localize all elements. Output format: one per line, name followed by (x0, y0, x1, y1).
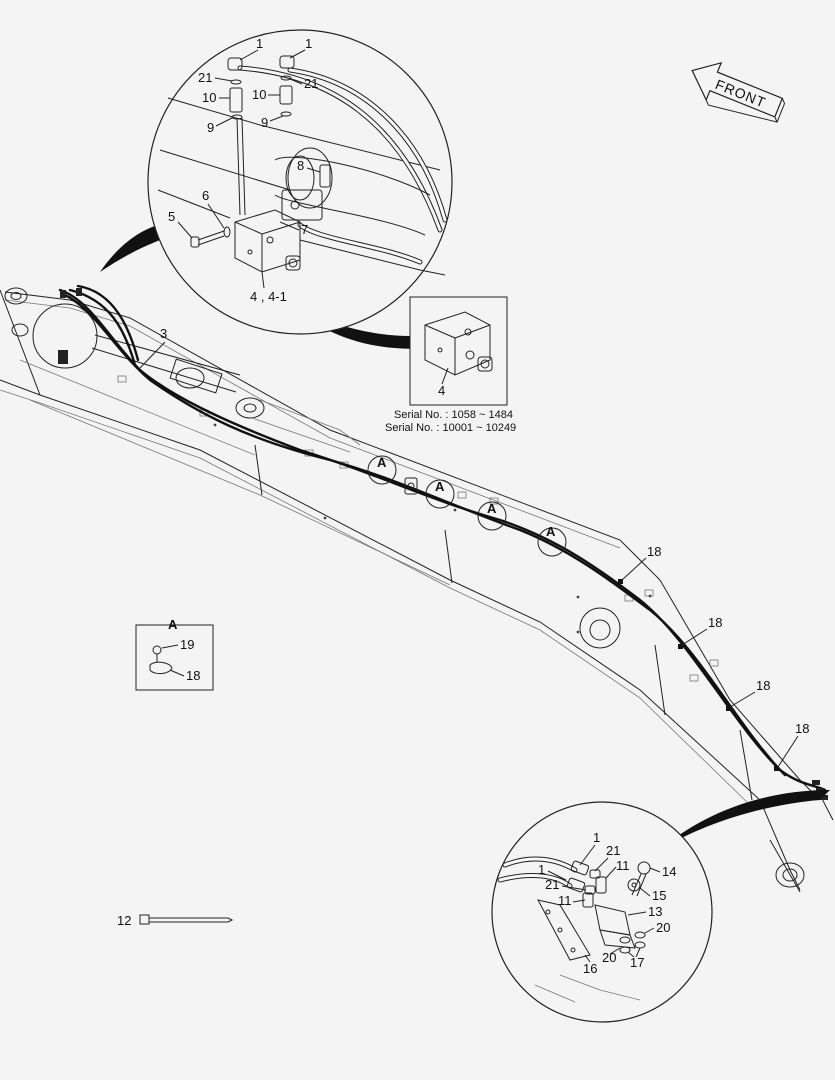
serial-line-1: Serial No. : 1058 ~ 1484 (394, 409, 513, 421)
svg-text:9: 9 (261, 115, 268, 130)
cable-tie: 12 (117, 913, 234, 928)
svg-text:19: 19 (180, 637, 194, 652)
svg-text:5: 5 (168, 209, 175, 224)
svg-text:11: 11 (616, 858, 630, 873)
svg-text:6: 6 (202, 188, 209, 203)
svg-text:A: A (546, 524, 556, 539)
front-direction-arrow: FRONT (691, 61, 786, 123)
pointer-bottom (660, 790, 830, 850)
svg-text:21: 21 (606, 843, 620, 858)
svg-text:1: 1 (538, 862, 545, 877)
svg-text:A: A (168, 617, 178, 632)
marker-a-3: A (477, 501, 507, 531)
svg-text:18: 18 (795, 721, 809, 736)
svg-text:12: 12 (117, 913, 131, 928)
svg-text:1: 1 (256, 36, 263, 51)
svg-text:14: 14 (662, 864, 676, 879)
boom-arm (0, 287, 834, 893)
svg-text:3: 3 (160, 326, 167, 341)
svg-text:A: A (435, 479, 445, 494)
svg-text:20: 20 (602, 950, 616, 965)
svg-text:1: 1 (593, 830, 600, 845)
bottom-detail: 1 21 11 1 21 11 14 15 13 20 20 16 17 (491, 801, 713, 1023)
svg-text:4 , 4-1: 4 , 4-1 (250, 289, 287, 304)
boom-hoses (58, 284, 828, 800)
marker-a-2: A (425, 479, 455, 509)
svg-text:4: 4 (438, 383, 445, 398)
serial-variant-box: 4 (409, 296, 508, 406)
svg-text:8: 8 (297, 158, 304, 173)
svg-text:18: 18 (708, 615, 722, 630)
svg-text:13: 13 (648, 904, 662, 919)
svg-text:A: A (377, 455, 387, 470)
svg-text:21: 21 (545, 877, 559, 892)
detail-a-box: A 19 18 (135, 617, 214, 691)
svg-text:1: 1 (305, 36, 312, 51)
svg-text:20: 20 (656, 920, 670, 935)
marker-a-4: A (537, 524, 567, 557)
svg-text:11: 11 (558, 893, 572, 908)
svg-text:18: 18 (647, 544, 661, 559)
svg-text:18: 18 (186, 668, 200, 683)
svg-text:15: 15 (652, 888, 666, 903)
serial-line-2: Serial No. : 10001 ~ 10249 (385, 422, 516, 434)
svg-text:9: 9 (207, 120, 214, 135)
svg-text:17: 17 (630, 955, 644, 970)
boom-callouts: 3 18 18 18 18 (139, 326, 809, 768)
pointer-top (100, 225, 160, 272)
top-detail: 1 1 21 21 10 10 9 9 8 7 6 5 4 , 4-1 (147, 29, 453, 335)
marker-a-1: A (367, 455, 397, 485)
svg-text:10: 10 (252, 87, 266, 102)
svg-text:7: 7 (301, 222, 308, 237)
svg-text:10: 10 (202, 90, 216, 105)
svg-text:21: 21 (198, 70, 212, 85)
svg-text:A: A (487, 501, 497, 516)
detail-source-circle-top (32, 303, 98, 369)
section-markers: A A A A (367, 455, 567, 557)
pointer-serial (290, 305, 430, 349)
svg-text:18: 18 (756, 678, 770, 693)
svg-text:16: 16 (583, 961, 597, 976)
svg-text:21: 21 (304, 76, 318, 91)
